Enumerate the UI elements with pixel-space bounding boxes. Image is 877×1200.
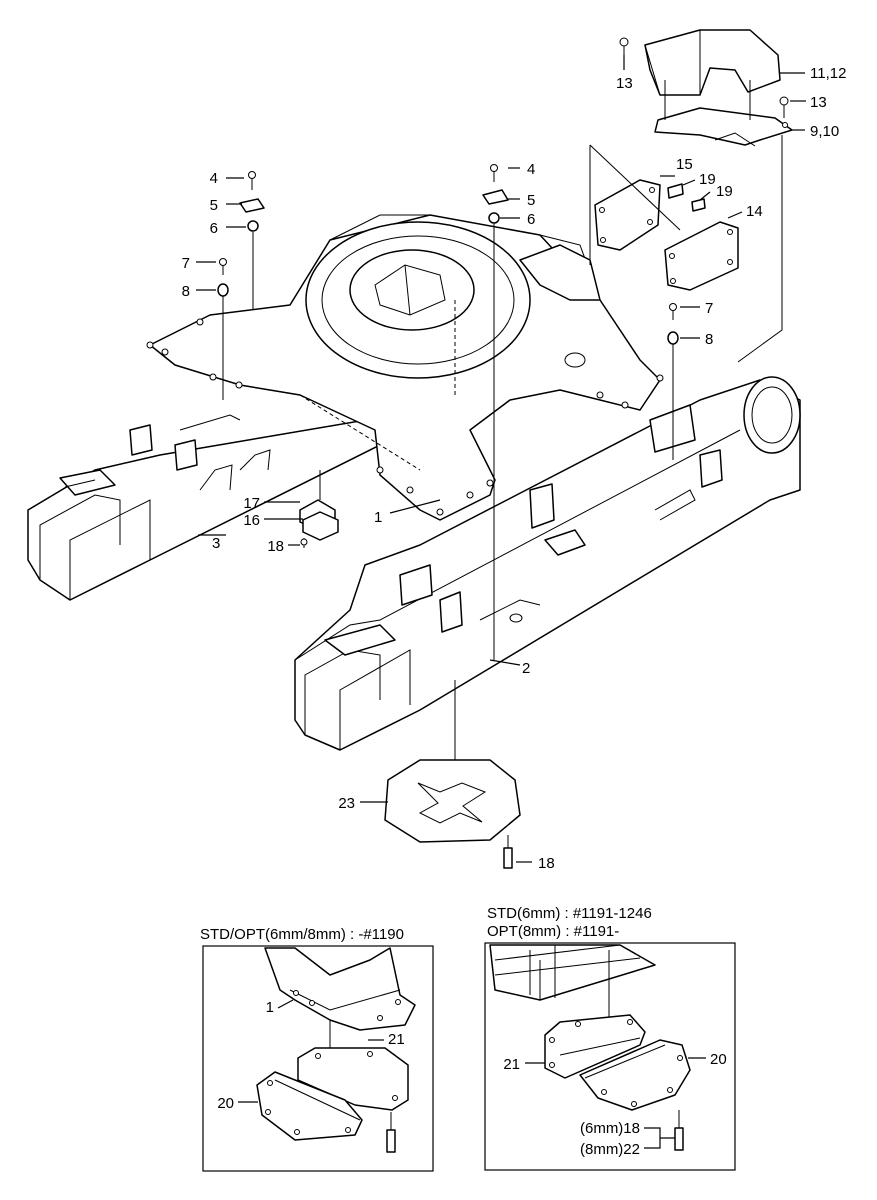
callout-7-right: 7 [705, 300, 713, 317]
callout-14: 14 [746, 203, 763, 220]
callout-4-left: 4 [210, 170, 218, 187]
callout-18-lower: 18 [538, 855, 555, 872]
cover-plate-16-17 [299, 470, 339, 548]
inset-right-callout-18: (6mm)18 [580, 1120, 640, 1137]
leader-lines [196, 55, 806, 863]
callout-4-center: 4 [527, 161, 535, 178]
callout-5-left: 5 [210, 197, 218, 214]
callout-23: 23 [338, 795, 355, 812]
inset-right-callout-20: 20 [710, 1051, 727, 1068]
bolt-group-right [667, 303, 679, 460]
callout-17: 17 [243, 495, 260, 512]
bolt-13-left [619, 37, 629, 55]
callout-19-second: 19 [716, 183, 733, 200]
callout-2: 2 [522, 660, 530, 677]
inset-right-callout-21: 21 [503, 1056, 520, 1073]
callout-9-10: 9,10 [810, 123, 839, 140]
center-frame [146, 214, 664, 521]
inset-right-frame [484, 942, 736, 1171]
callout-16: 16 [243, 512, 260, 529]
bolt-group-center [482, 164, 509, 660]
inset-right-callout-22: (8mm)22 [580, 1141, 640, 1158]
inset-right-title-1: STD(6mm) : #1191-1246 [487, 905, 652, 922]
side-frame-right [294, 376, 801, 751]
callout-3: 3 [212, 535, 220, 552]
inset-left-frame [202, 945, 434, 1172]
side-frame-left [27, 414, 396, 601]
callout-19-first: 19 [699, 171, 716, 188]
bolt-13-right [779, 96, 789, 118]
under-cover-23 [384, 680, 521, 843]
inset-left-callout-21: 21 [388, 1031, 405, 1048]
inset-left: STD/OPT(6mm/8mm) : -#1190 1 21 20 [200, 926, 434, 1172]
callout-7-left: 7 [182, 255, 190, 272]
callout-5-center: 5 [527, 192, 535, 209]
callout-6-center: 6 [527, 211, 535, 228]
bolt-18-bottom [503, 835, 513, 869]
bolt-group-left [217, 171, 265, 400]
callout-1: 1 [374, 509, 382, 526]
top-cover-11-12 [644, 29, 781, 96]
inset-right: STD(6mm) : #1191-1246 OPT(8mm) : #1191- … [484, 905, 736, 1171]
callout-8-left: 8 [182, 283, 190, 300]
side-cover-14 [664, 221, 739, 291]
callout-6-left: 6 [210, 220, 218, 237]
callout-13-right: 13 [810, 94, 827, 111]
callout-13-left: 13 [616, 75, 633, 92]
callout-11-12: 11,12 [810, 65, 846, 82]
inset-left-title: STD/OPT(6mm/8mm) : -#1190 [200, 926, 404, 943]
plate-20-right [579, 1039, 691, 1111]
plate-21-right [544, 1014, 646, 1079]
callout-8-right: 8 [705, 331, 713, 348]
callout-18-upper: 18 [267, 538, 284, 555]
inset-left-callout-20: 20 [217, 1095, 234, 1112]
side-cover-15 [594, 179, 661, 251]
inset-left-callout-1: 1 [266, 999, 274, 1016]
plate-20-left [256, 1071, 363, 1141]
bracket-9-10 [654, 107, 793, 147]
callout-15: 15 [676, 156, 693, 173]
inset-right-title-2: OPT(8mm) : #1191- [487, 923, 619, 940]
bolt-19-pair [667, 183, 706, 212]
